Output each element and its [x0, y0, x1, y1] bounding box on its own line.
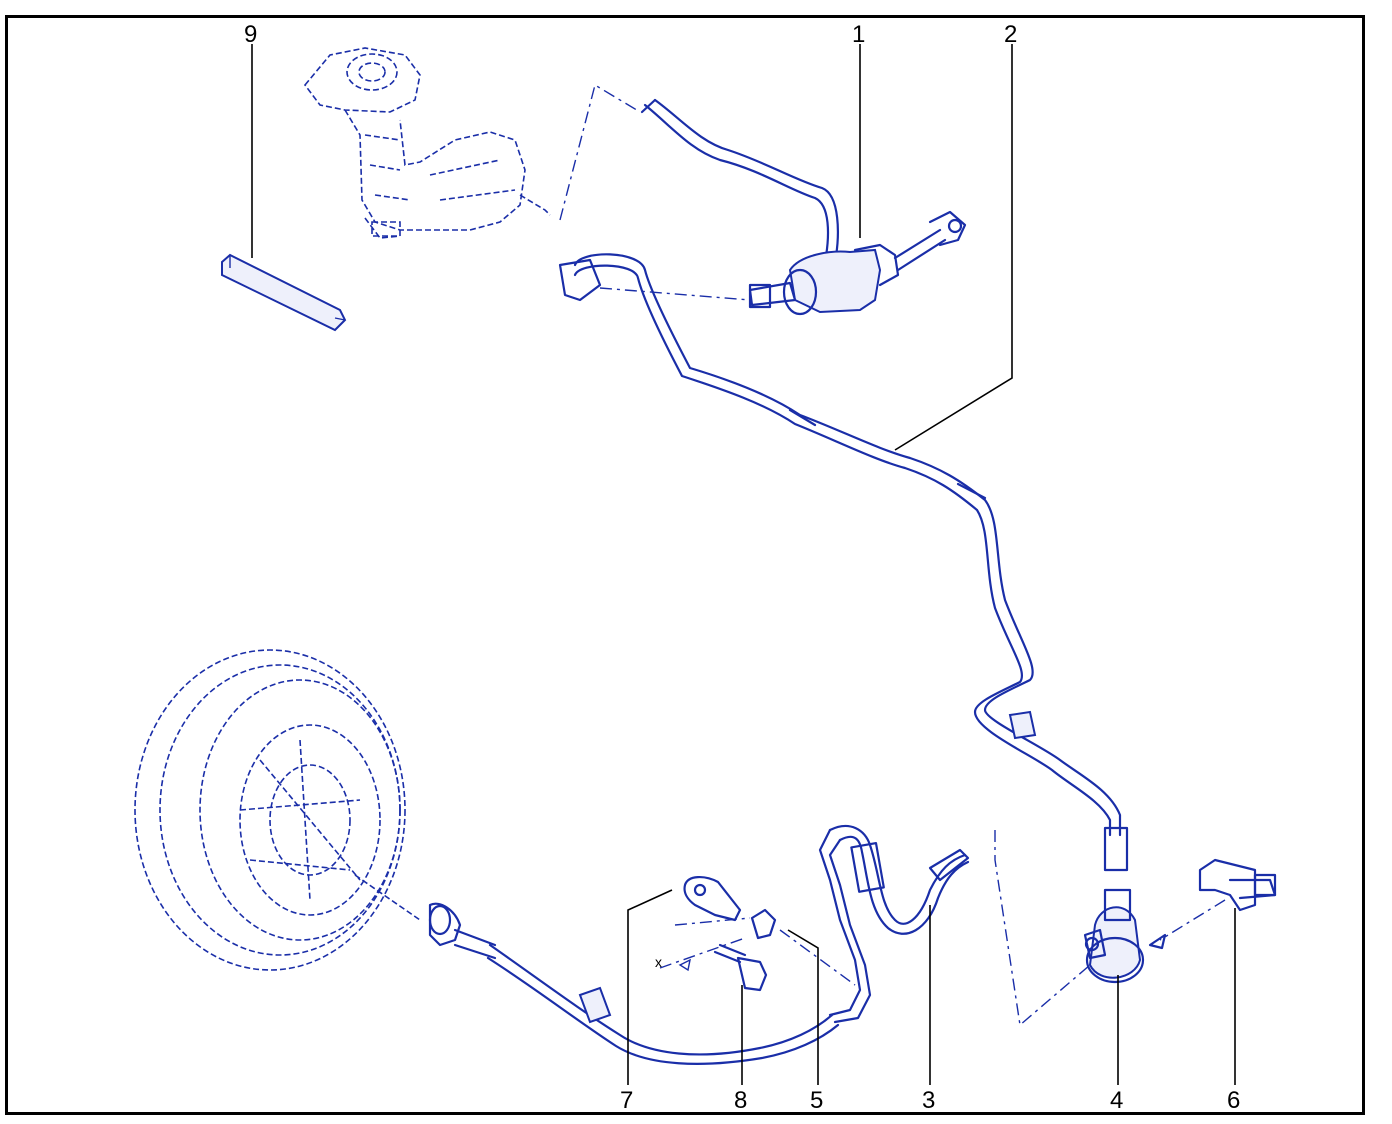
- callout-8: 8: [734, 1087, 747, 1114]
- slave-pipe-lower: [428, 902, 840, 1065]
- part-6-clip: [1148, 858, 1277, 950]
- part-2-pipe: [558, 253, 1129, 872]
- callout-5: 5: [810, 1087, 823, 1114]
- link-pedal-to-hose: [559, 83, 641, 221]
- flywheel-clutch-assembly: [134, 649, 421, 971]
- part-9-strip: [221, 253, 347, 332]
- callout-4: 4: [1110, 1087, 1123, 1114]
- parts-bracket-bolts: x: [655, 876, 856, 992]
- callout-leaders: [251, 44, 1236, 1085]
- callout-labels: 1 2 3 4 5 6 7 8 9: [244, 21, 1240, 1114]
- part-3-hose: [818, 824, 970, 1024]
- part-4-slave-cylinder: [1083, 888, 1145, 984]
- callout-9: 9: [244, 21, 257, 48]
- part-1-master-cylinder: [640, 98, 967, 316]
- callout-1: 1: [852, 21, 865, 48]
- callout-2: 2: [1004, 21, 1017, 48]
- dimension-x-label: x: [655, 954, 662, 970]
- callout-6: 6: [1227, 1087, 1240, 1114]
- link-hose-to-slave: [994, 830, 1091, 1027]
- diagram-frame: [5, 15, 1365, 1115]
- pedal-assembly: [303, 47, 551, 239]
- callout-7: 7: [620, 1087, 633, 1114]
- callout-3: 3: [922, 1087, 935, 1114]
